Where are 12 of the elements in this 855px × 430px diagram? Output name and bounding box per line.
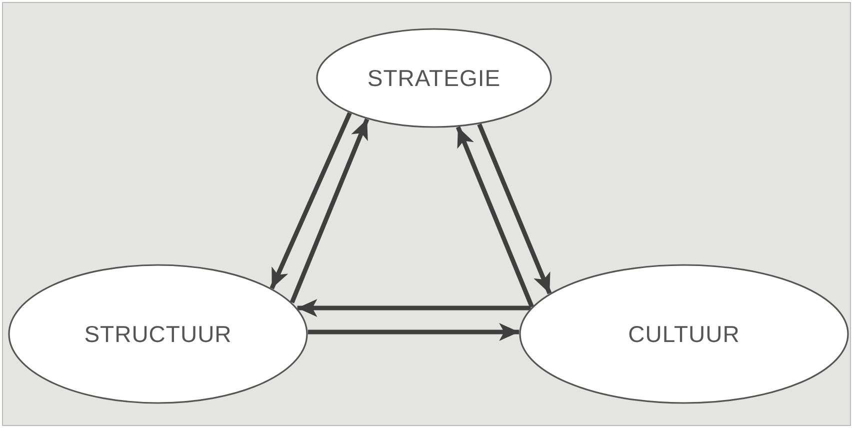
ellipse-node <box>519 264 849 404</box>
ellipse-node <box>316 28 552 128</box>
arrow <box>308 323 520 341</box>
node-label: STRUCTUUR <box>84 320 232 348</box>
arrow <box>456 126 534 308</box>
arrow <box>477 123 552 294</box>
arrow <box>290 118 370 304</box>
node-label: CULTUUR <box>628 320 740 348</box>
arrow <box>270 112 352 290</box>
node-label: STRATEGIE <box>367 64 501 92</box>
ellipse-node <box>8 264 308 404</box>
arrow <box>297 299 531 317</box>
